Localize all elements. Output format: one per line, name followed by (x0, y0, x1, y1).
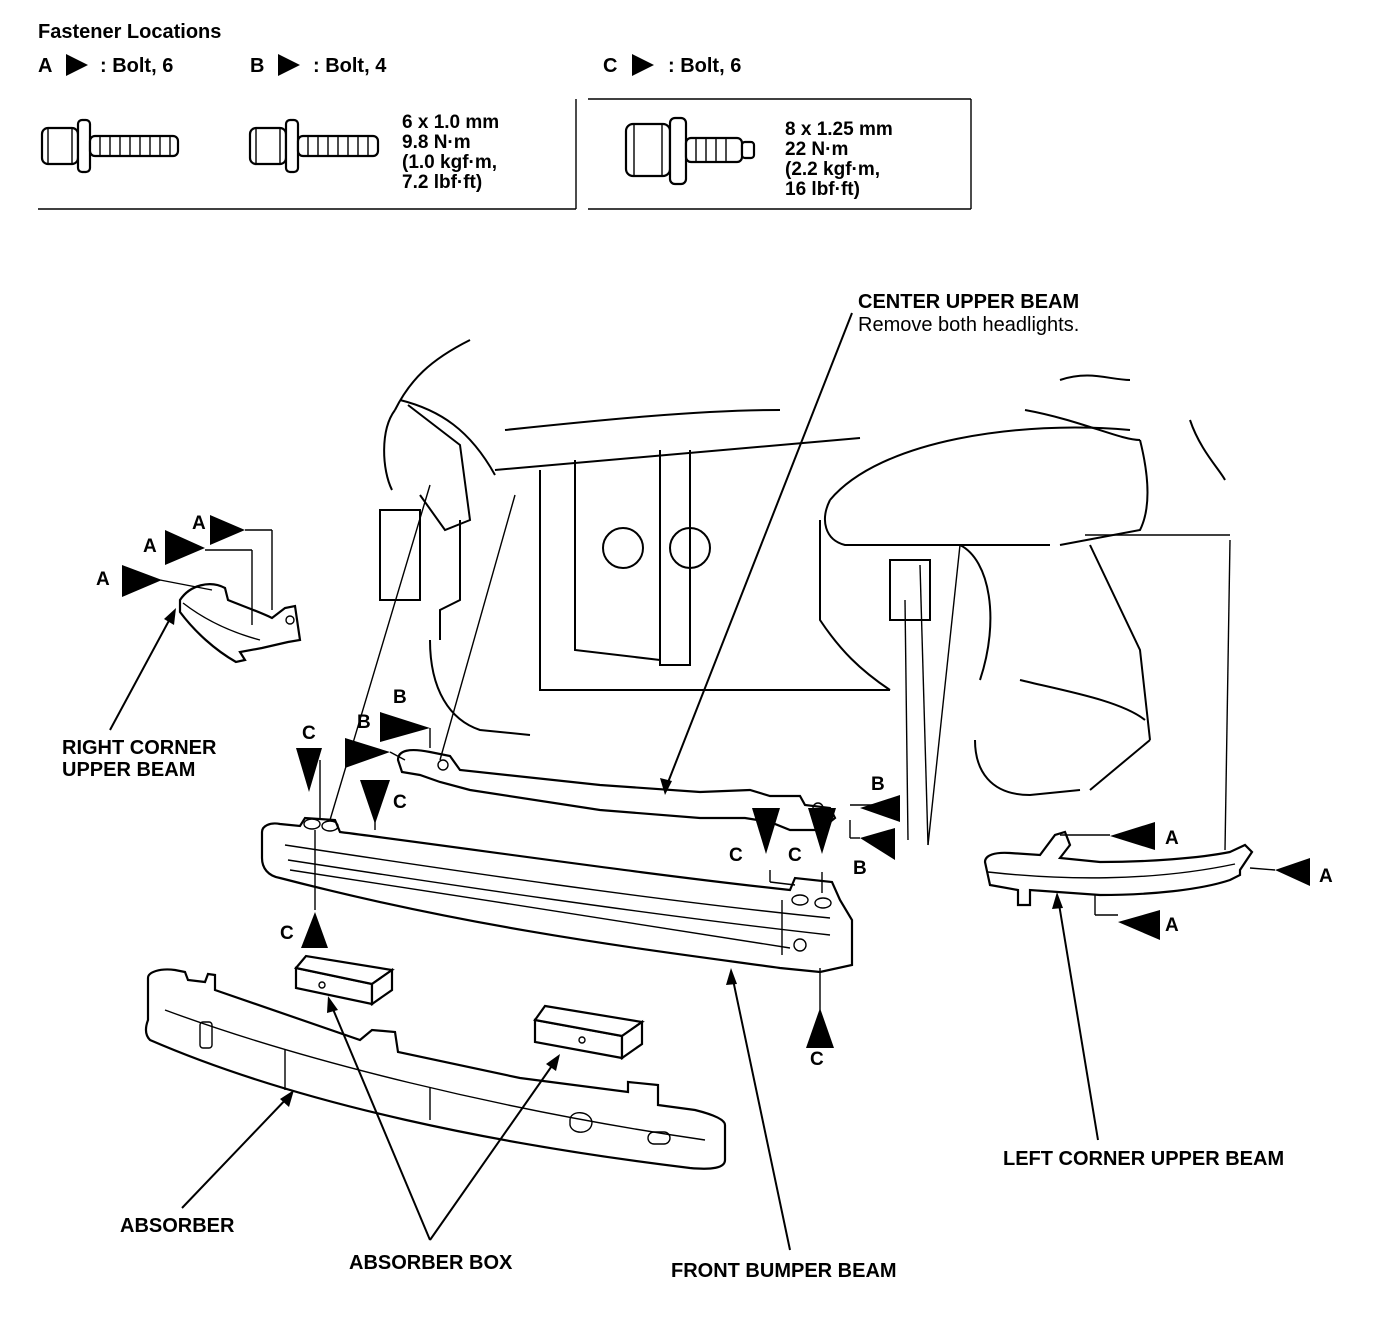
front-bumper-beam (260, 816, 854, 974)
bolt-icon (248, 118, 380, 174)
center-upper-beam-label: CENTER UPPER BEAM (858, 291, 1080, 313)
callout-b: B (853, 858, 867, 879)
legend-arrow-c (632, 54, 654, 76)
left-corner-upper-beam (983, 830, 1254, 907)
callout-a: A (1165, 828, 1179, 849)
center-upper-beam-note: Remove both headlights. (858, 314, 1080, 336)
spec-c-size: 8 x 1.25 mm (785, 119, 893, 140)
spec-ab: 6 x 1.0 mm 9.8 N·m (1.0 kgf·m, 7.2 lbf·f… (402, 113, 499, 193)
absorber-box (293, 954, 395, 1007)
spec-c-torque: 22 N·m (785, 139, 849, 160)
right-corner-label-line1: RIGHT CORNER (62, 737, 217, 759)
fastener-locations-title: Fastener Locations (38, 21, 222, 43)
callout-c: C (729, 845, 743, 866)
callout-a: A (192, 513, 206, 534)
spec-ab-size: 6 x 1.0 mm (402, 112, 500, 133)
callout-triangles (122, 515, 1310, 1048)
spec-ab-kgf: (1.0 kgf·m, (402, 152, 498, 173)
spec-ab-torque: 9.8 N·m (402, 132, 471, 153)
absorber-label: ABSORBER (120, 1215, 235, 1237)
callout-c: C (302, 723, 316, 744)
vehicle-front-structure (379, 339, 1226, 797)
callout-b: B (393, 687, 407, 708)
callout-a: A (1319, 866, 1333, 887)
absorber-box-label: ABSORBER BOX (349, 1252, 513, 1274)
bolt-icon (40, 118, 180, 174)
leader-arrows (109, 312, 1099, 1251)
spec-c-lbf: 16 lbf·ft) (785, 179, 860, 200)
absorber (144, 968, 727, 1170)
legend-b-desc: : Bolt, 4 (313, 55, 387, 77)
bolt-icon (624, 116, 756, 186)
left-corner-upper-beam-label: LEFT CORNER UPPER BEAM (1003, 1148, 1285, 1170)
front-bumper-beam-label: FRONT BUMPER BEAM (671, 1260, 897, 1282)
spec-ab-lbf: 7.2 lbf·ft) (402, 172, 483, 193)
legend-a-desc: : Bolt, 6 (100, 55, 174, 77)
legend-c-desc: : Bolt, 6 (668, 55, 742, 77)
spec-c-kgf: (2.2 kgf·m, (785, 159, 881, 180)
right-corner-upper-beam (178, 583, 302, 664)
absorber-box (533, 1004, 645, 1061)
callout-c: C (788, 845, 802, 866)
callout-a: A (1165, 915, 1179, 936)
spec-c: 8 x 1.25 mm 22 N·m (2.2 kgf·m, 16 lbf·ft… (785, 120, 893, 200)
legend-a-letter: A (38, 55, 53, 77)
callout-c: C (280, 923, 294, 944)
callout-a: A (143, 536, 157, 557)
right-corner-label-line2: UPPER BEAM (62, 759, 196, 781)
spec-box-frames (38, 98, 972, 210)
legend-arrow-b (278, 54, 300, 76)
legend-b-letter: B (250, 55, 265, 77)
callout-c: C (810, 1049, 824, 1070)
callout-a: A (96, 569, 110, 590)
guide-lines (159, 484, 1276, 1010)
legend-c-letter: C (603, 55, 618, 77)
callout-b: B (871, 774, 885, 795)
callout-c: C (393, 792, 407, 813)
legend-arrow-a (66, 54, 88, 76)
